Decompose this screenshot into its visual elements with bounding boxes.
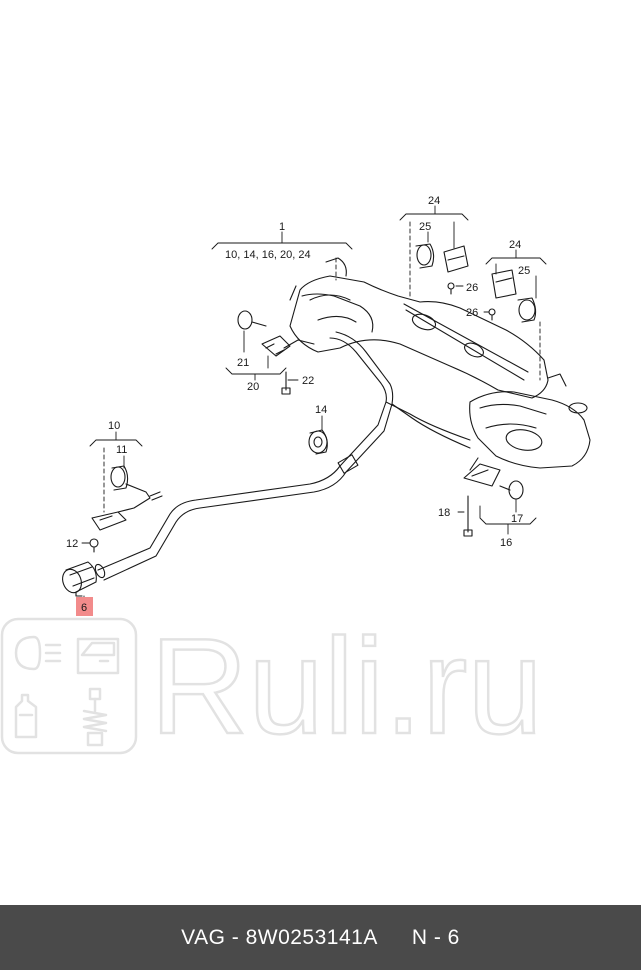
callout-21: 21 (237, 357, 249, 369)
hanger-set-b-part-24 (488, 269, 537, 323)
callout-17: 17 (511, 513, 523, 525)
callout-6-highlight (76, 597, 93, 616)
front-pipe (97, 331, 471, 581)
callout-6: 6 (81, 602, 87, 614)
hanger-set-a-part-24 (415, 243, 469, 295)
callout-12: 12 (66, 538, 78, 550)
footer-position: N - 6 (411, 925, 460, 949)
callout-25a: 25 (419, 221, 431, 233)
footer-bar: VAG - 8W0253141A N - 6 (0, 905, 641, 970)
exhaust-system-diagram: 1 10, 14, 16, 20, 24 24 25 26 24 25 26 2… (62, 195, 591, 616)
center-muffler (289, 257, 549, 399)
left-bracket-part-20 (237, 310, 315, 395)
callout-25b: 25 (518, 265, 530, 277)
rubber-mount-part-14 (308, 429, 328, 455)
callout-22: 22 (302, 375, 314, 387)
callout-24a: 24 (428, 195, 440, 207)
callout-20: 20 (247, 381, 259, 393)
callout-24b: 24 (509, 239, 521, 251)
callout-18: 18 (438, 507, 450, 519)
callout-11: 11 (116, 444, 127, 456)
callout-1-sub: 10, 14, 16, 20, 24 (225, 249, 311, 261)
callout-1: 1 (279, 221, 285, 233)
callout-26a: 26 (466, 282, 478, 294)
callout-16: 16 (500, 537, 512, 549)
callout-26b: 26 (466, 307, 478, 319)
callout-14: 14 (315, 404, 327, 416)
front-hanger-part-10 (89, 465, 163, 553)
callout-10: 10 (108, 420, 120, 432)
pipe-clamp-part-6 (62, 561, 106, 597)
rear-muffler (469, 373, 591, 469)
footer-part-number: VAG - 8W0253141A (181, 925, 378, 949)
callout-leaders (81, 205, 547, 603)
